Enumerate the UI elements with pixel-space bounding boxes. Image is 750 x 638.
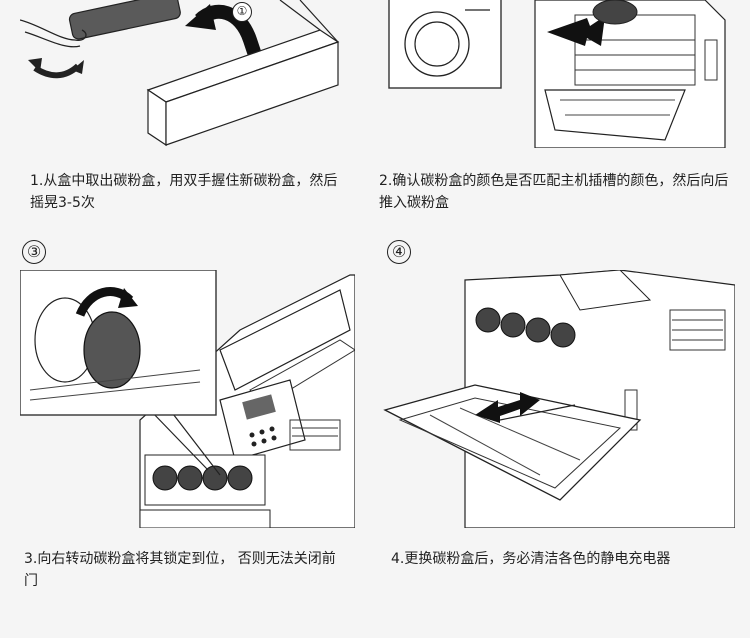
step-4-caption: 4.更换碳粉盒后，务必清洁各色的静电充电器 xyxy=(391,551,671,567)
step-1-caption: 1.从盒中取出碳粉盒，用双手握住新碳粉盒，然后摇晃3-5次 xyxy=(30,173,338,211)
step-2-illustration xyxy=(375,0,750,148)
step-4-number: ④ xyxy=(387,240,411,264)
step-3-illustration xyxy=(20,270,355,528)
step-1-illustration xyxy=(20,0,340,148)
step-1-panel: ① 1.从盒中取出碳粉盒，用双手握住新碳粉盒，然后摇晃3-5次 xyxy=(0,0,375,230)
step-1-inset-marker: ① xyxy=(232,2,252,22)
step-4-illustration xyxy=(380,270,735,528)
step-4-panel: ④ 4.更换碳粉盒后，务必清洁各色的静电充电器 xyxy=(375,230,750,638)
step-2-caption: 2.确认碳粉盒的颜色是否匹配主机插槽的颜色，然后向后推入碳粉盒 xyxy=(379,173,729,211)
step-3-panel: ③ xyxy=(0,230,375,638)
step-3-caption: 3.向右转动碳粉盒将其锁定到位， 否则无法关闭前门 xyxy=(24,551,336,589)
step-2-panel: 2.确认碳粉盒的颜色是否匹配主机插槽的颜色，然后向后推入碳粉盒 xyxy=(375,0,750,230)
step-3-number: ③ xyxy=(22,240,46,264)
